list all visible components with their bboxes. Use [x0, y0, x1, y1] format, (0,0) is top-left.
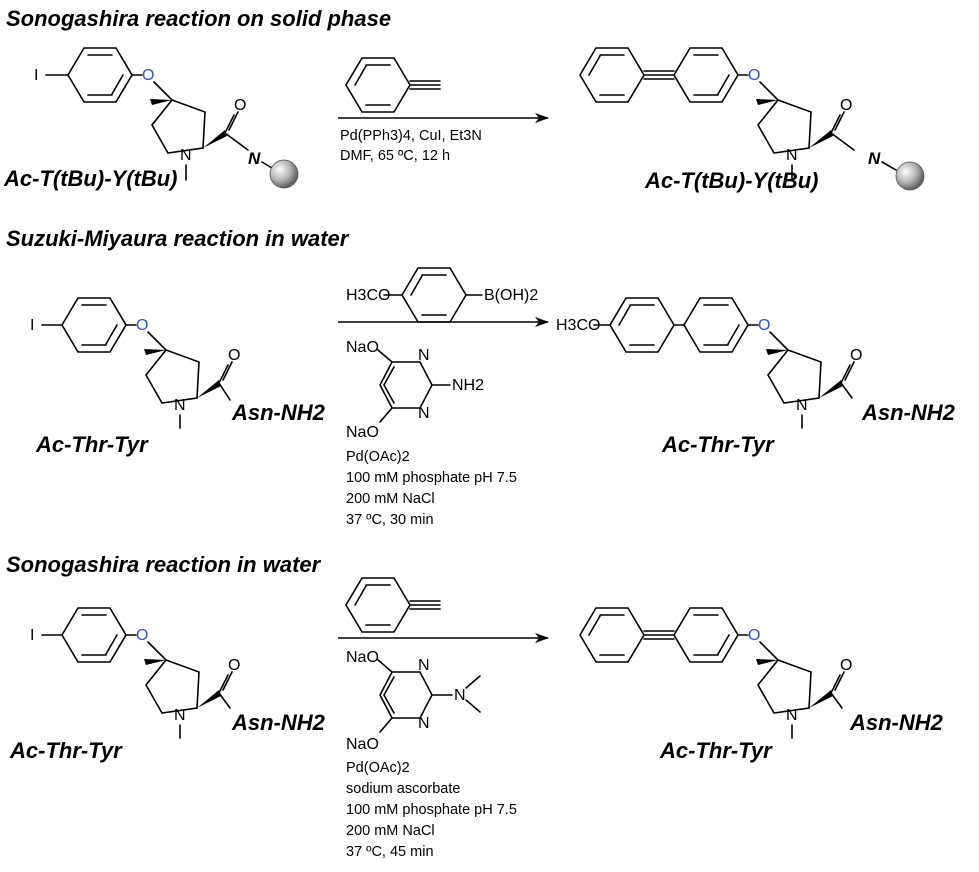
- scheme1-condition-1: Pd(PPh3)4, CuI, Et3N: [340, 128, 482, 144]
- carbonyl-oxygen-label: O: [228, 347, 240, 364]
- resin-nitrogen: N: [868, 149, 881, 168]
- resin-bead-icon: [895, 161, 925, 191]
- scheme2-condition-1: Pd(OAc)2: [346, 449, 410, 465]
- oxygen-label: O: [748, 67, 760, 84]
- nitrogen-label: N: [174, 397, 186, 414]
- resin-bead-icon: [269, 159, 299, 189]
- oxygen-label: O: [758, 317, 770, 334]
- scheme2-product: H3CO O N O Asn-NH2 Ac-Thr-Tyr: [556, 297, 956, 457]
- scheme3-condition-4: 200 mM NaCl: [346, 823, 435, 839]
- scheme3-condition-5: 37 ºC, 45 min: [346, 844, 434, 860]
- iodine-label: I: [34, 67, 38, 84]
- nitrogen-label: N: [786, 147, 798, 164]
- scheme2-starting-material: I O N O Asn-NH2 Ac-Thr-Tyr: [30, 297, 326, 457]
- scheme3-product: O N O Asn-NH2 Ac-Thr-Tyr: [579, 607, 944, 763]
- oxygen-label: O: [142, 67, 154, 84]
- scheme3-condition-1: Pd(OAc)2: [346, 760, 410, 776]
- carbonyl-oxygen-label: O: [840, 657, 852, 674]
- scheme1-sm-label: Ac-T(tBu)-Y(tBu): [3, 166, 178, 191]
- scheme3-condition-2: sodium ascorbate: [346, 781, 460, 797]
- ligand-n-top: N: [418, 657, 430, 674]
- carbonyl-oxygen-label: O: [840, 97, 852, 114]
- carbonyl-oxygen-label: O: [850, 347, 862, 364]
- scheme2-product-actyr-label: Ac-Thr-Tyr: [661, 432, 775, 457]
- carbonyl-oxygen-label: O: [234, 97, 246, 114]
- scheme3-condition-3: 100 mM phosphate pH 7.5: [346, 802, 517, 818]
- ligand-nao-top: NaO: [346, 649, 379, 666]
- scheme1-reagent-phenylacetylene: [345, 57, 441, 113]
- benzene-ring: [67, 47, 133, 103]
- oxygen-label: O: [136, 627, 148, 644]
- scheme3-reagent-phenylacetylene: [345, 577, 441, 633]
- scheme1-product: O N O N Ac-T(tBu)-Y(tBu): [579, 47, 925, 193]
- methoxy-label: H3CO: [346, 287, 390, 304]
- ligand-nao-top: NaO: [346, 339, 379, 356]
- scheme3-pyrimidine-ligand: NaO N N N NaO: [346, 649, 481, 753]
- carbonyl-oxygen-label: O: [228, 657, 240, 674]
- ligand-amino: NH2: [452, 377, 484, 394]
- nitrogen-label: N: [180, 147, 192, 164]
- nitrogen-label: N: [796, 397, 808, 414]
- scheme3-sm-asn-label: Asn-NH2: [231, 710, 326, 735]
- ligand-nao-bottom: NaO: [346, 424, 379, 441]
- boronic-acid-label: B(OH)2: [484, 287, 538, 304]
- scheme2-sm-asn-label: Asn-NH2: [231, 400, 326, 425]
- scheme1-condition-2: DMF, 65 ºC, 12 h: [340, 148, 450, 164]
- iodine-label: I: [30, 627, 34, 644]
- scheme2-product-asn-label: Asn-NH2: [861, 400, 956, 425]
- scheme2-condition-2: 100 mM phosphate pH 7.5: [346, 470, 517, 486]
- scheme3-product-asn-label: Asn-NH2: [849, 710, 944, 735]
- scheme1-product-label: Ac-T(tBu)-Y(tBu): [644, 168, 819, 193]
- scheme2-pyrimidine-ligand: NaO N N NH2 NaO: [346, 339, 484, 441]
- scheme3-title: Sonogashira reaction in water: [6, 552, 322, 577]
- scheme1-title: Sonogashira reaction on solid phase: [6, 6, 391, 31]
- product-methoxy-label: H3CO: [556, 317, 600, 334]
- ligand-nao-bottom: NaO: [346, 736, 379, 753]
- nitrogen-label: N: [786, 707, 798, 724]
- oxygen-label: O: [136, 317, 148, 334]
- ligand-dimethylamino-n: N: [454, 687, 466, 704]
- scheme2-title: Suzuki-Miyaura reaction in water: [6, 226, 350, 251]
- oxygen-label: O: [748, 627, 760, 644]
- ligand-n-bottom: N: [418, 405, 430, 422]
- scheme2-condition-4: 37 ºC, 30 min: [346, 512, 434, 528]
- ligand-n-top: N: [418, 347, 430, 364]
- scheme1-starting-material: I O N O N Ac-T(tBu)-Y(tBu): [3, 47, 299, 191]
- nitrogen-label: N: [174, 707, 186, 724]
- scheme2-sm-actyr-label: Ac-Thr-Tyr: [35, 432, 149, 457]
- iodine-label: I: [30, 317, 34, 334]
- ligand-n-bottom: N: [418, 715, 430, 732]
- resin-nitrogen: N: [248, 149, 261, 168]
- scheme2-reagent-boronic-acid: H3CO B(OH)2: [346, 267, 538, 323]
- scheme3-starting-material: I O N O Asn-NH2 Ac-Thr-Tyr: [9, 607, 326, 763]
- scheme2-condition-3: 200 mM NaCl: [346, 491, 435, 507]
- scheme3-sm-actyr-label: Ac-Thr-Tyr: [9, 738, 123, 763]
- scheme3-product-actyr-label: Ac-Thr-Tyr: [659, 738, 773, 763]
